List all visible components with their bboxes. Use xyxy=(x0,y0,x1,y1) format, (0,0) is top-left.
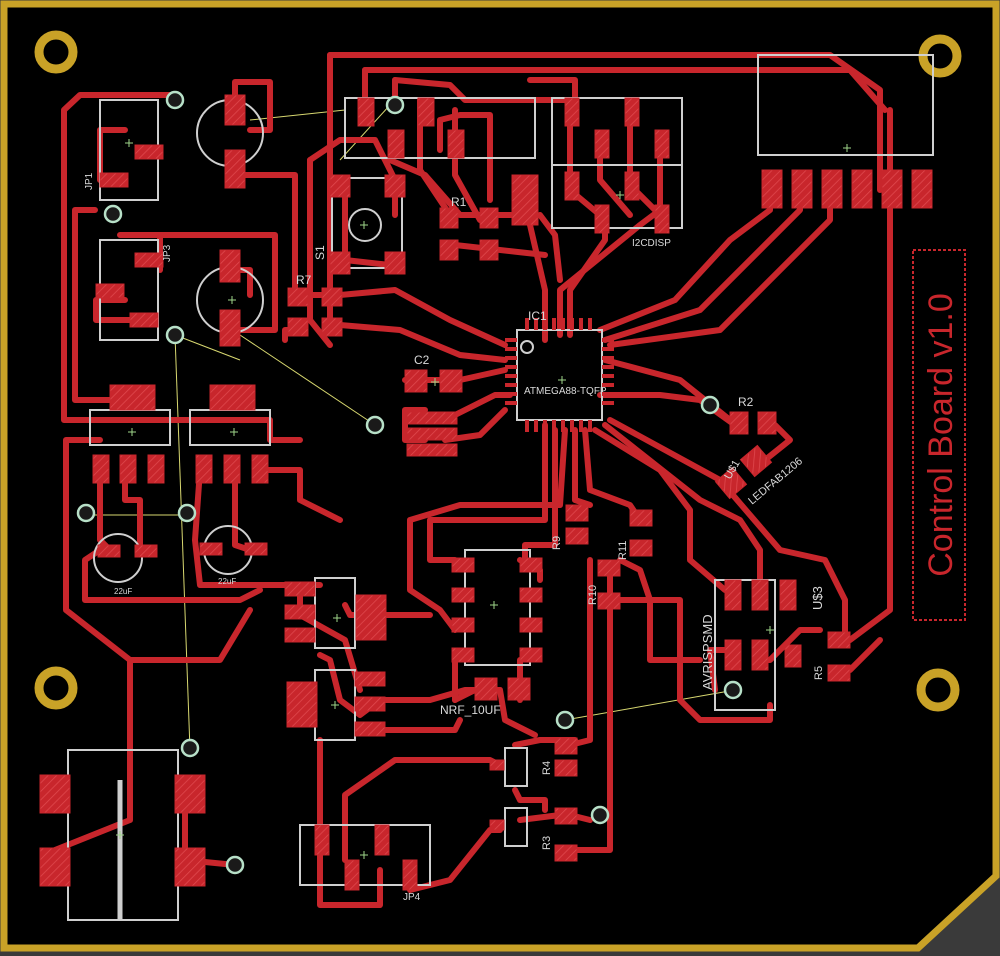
label-r3: R3 xyxy=(541,836,553,850)
label-r10: R10 xyxy=(587,585,599,605)
mounting-hole-top-left xyxy=(34,30,78,74)
label-u3: U$3 xyxy=(810,586,825,610)
label-r9: R9 xyxy=(551,536,563,550)
label-r4: R4 xyxy=(541,761,553,775)
s1-outline xyxy=(331,177,403,269)
avr-isp-outline xyxy=(714,579,776,711)
barrel-jack-outline xyxy=(67,749,179,921)
mounting-hole-bottom-left xyxy=(34,666,78,710)
label-s1: S1 xyxy=(313,245,327,260)
label-ic1: IC1 xyxy=(528,309,547,323)
s1-button xyxy=(348,208,382,242)
cap-c1-outline xyxy=(93,533,143,583)
label-jp3: JP3 xyxy=(162,244,173,262)
label-ic1-value: ATMEGA88-TQFP xyxy=(524,386,607,397)
label-r2: R2 xyxy=(738,395,754,409)
rf-module-outline xyxy=(757,54,934,156)
label-jp1: JP1 xyxy=(84,172,95,190)
header-top-outline xyxy=(344,97,536,159)
i2cdisp-outline xyxy=(551,97,683,229)
label-jp4: JP4 xyxy=(403,892,421,903)
label-c2: C2 xyxy=(414,353,430,367)
label-r1: R1 xyxy=(451,195,467,209)
board-title: Control Board v1.0 xyxy=(922,293,960,577)
label-i2cdisp: I2CDISP xyxy=(632,238,671,249)
pads xyxy=(39,94,933,891)
origin-marks xyxy=(116,139,851,859)
label-cap-a: 22uF xyxy=(114,587,132,596)
title-frame xyxy=(912,249,966,621)
label-avr-isp: AVRISPSMD xyxy=(700,614,715,690)
airwires xyxy=(88,104,736,751)
label-r11: R11 xyxy=(617,541,629,560)
mounting-hole-bottom-right xyxy=(916,668,960,712)
ic1-pins xyxy=(505,318,614,432)
label-r5: R5 xyxy=(813,666,825,680)
label-r7: R7 xyxy=(296,273,312,287)
label-cap-b: 22uF xyxy=(218,577,236,586)
nrf-outline xyxy=(464,549,531,666)
jp4-outline xyxy=(299,824,431,886)
label-nrf: NRF_10UF xyxy=(440,703,501,717)
vias xyxy=(76,90,743,875)
